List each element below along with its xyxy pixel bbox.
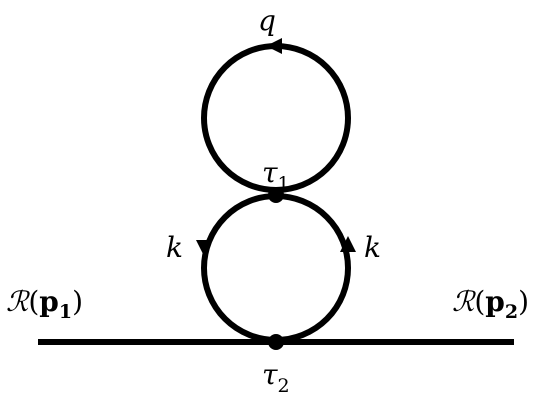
label-field-left-close: ) — [72, 285, 83, 318]
label-field-left-p: p — [39, 285, 59, 318]
label-tau-1-symbol: τ — [262, 156, 278, 189]
arrow-lower-left — [196, 240, 212, 256]
label-field-right-open: ( — [474, 285, 485, 318]
vertex-bottom — [268, 334, 284, 350]
label-k-left: k — [166, 231, 183, 264]
label-field-left-script: ℛ — [6, 285, 30, 318]
label-tau-2: τ2 — [262, 358, 290, 397]
label-field-right-close: ) — [518, 285, 529, 318]
label-field-right: ℛ(p2) — [452, 285, 529, 323]
vertex-top — [268, 187, 284, 203]
label-k-right: k — [364, 231, 381, 264]
label-tau-2-sub: 2 — [278, 375, 290, 397]
arrow-lower-right — [340, 236, 356, 252]
label-tau-1: τ1 — [262, 156, 290, 195]
arrow-upper-loop — [266, 38, 282, 54]
label-field-left: ℛ(p1) — [6, 285, 83, 323]
lower-loop — [201, 193, 351, 343]
label-field-right-sub: 2 — [505, 301, 518, 323]
label-q: q — [258, 4, 276, 37]
label-field-left-sub: 1 — [59, 301, 72, 323]
label-tau-2-symbol: τ — [262, 358, 278, 391]
label-field-right-script: ℛ — [452, 285, 476, 318]
label-field-left-open: ( — [28, 285, 39, 318]
label-field-right-p: p — [485, 285, 505, 318]
label-tau-1-sub: 1 — [278, 173, 290, 195]
